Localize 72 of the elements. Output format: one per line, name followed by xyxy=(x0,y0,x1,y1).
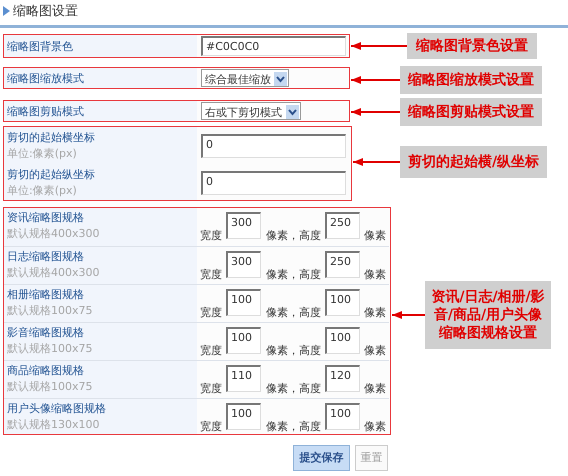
hint-text: 单位:像素(px) xyxy=(7,146,77,161)
input-field: 110 xyxy=(226,365,261,392)
input-field: 250 xyxy=(325,212,360,239)
unit-text: 像素，高度 xyxy=(266,305,321,320)
highlight-box xyxy=(3,100,350,122)
arrow xyxy=(351,76,400,84)
unit-text: 宽度 xyxy=(200,267,222,282)
unit-text: 宽度 xyxy=(200,343,222,358)
unit-text: 像素 xyxy=(364,419,386,434)
highlight-box xyxy=(3,207,391,435)
field-label: 缩略图剪贴模式 xyxy=(7,104,84,119)
field-label: 资讯缩略图规格 xyxy=(7,210,84,225)
unit-text: 像素，高度 xyxy=(266,343,321,358)
input-field: #C0C0C0 xyxy=(201,36,346,56)
callout-box: 缩略图背景色设置 xyxy=(407,33,537,59)
arrow xyxy=(353,158,400,166)
input-field: 100 xyxy=(325,327,360,354)
field-label: 日志缩略图规格 xyxy=(7,249,84,264)
input-field: 250 xyxy=(325,251,360,278)
field-label: 缩略图缩放模式 xyxy=(7,71,84,86)
unit-text: 像素 xyxy=(364,228,386,243)
field-label: 用户头像缩略图规格 xyxy=(7,401,106,416)
unit-text: 像素，高度 xyxy=(266,381,321,396)
reset-button: 重置 xyxy=(355,445,388,471)
arrow xyxy=(351,42,407,50)
unit-text: 像素，高度 xyxy=(266,419,321,434)
unit-text: 像素 xyxy=(364,381,386,396)
input-field: 300 xyxy=(226,251,261,278)
unit-text: 像素 xyxy=(364,343,386,358)
hint-text: 默认规格100x75 xyxy=(7,303,93,318)
input-field: 120 xyxy=(325,365,360,392)
hint-text: 默认规格100x75 xyxy=(7,341,93,356)
input-field: 300 xyxy=(226,212,261,239)
unit-text: 宽度 xyxy=(200,419,222,434)
submit-button: 提交保存 xyxy=(293,445,350,471)
hint-text: 默认规格100x75 xyxy=(7,379,93,394)
unit-text: 像素，高度 xyxy=(266,267,321,282)
input-field: 100 xyxy=(325,403,360,430)
unit-text: 像素 xyxy=(364,305,386,320)
field-label: 剪切的起始纵坐标 xyxy=(7,167,95,182)
input-field: 100 xyxy=(226,289,261,316)
highlight-box xyxy=(3,67,350,89)
arrow xyxy=(351,108,400,116)
section-title: 缩略图设置 xyxy=(13,3,78,20)
callout-box: 缩略图剪贴模式设置 xyxy=(400,98,542,126)
unit-text: 宽度 xyxy=(200,228,222,243)
input-field: 0 xyxy=(201,171,346,195)
callout-box: 资讯/日志/相册/影音/商品/用户头像缩略图规格设置 xyxy=(425,281,551,349)
field-label: 商品缩略图规格 xyxy=(7,363,84,378)
dropdown: 右或下剪切模式 xyxy=(201,102,301,120)
callout-box: 剪切的起始横/纵坐标 xyxy=(400,146,547,178)
input-field: 0 xyxy=(201,134,346,158)
unit-text: 宽度 xyxy=(200,381,222,396)
input-field: 100 xyxy=(226,327,261,354)
hint-text: 默认规格130x100 xyxy=(7,417,100,432)
field-label: 影音缩略图规格 xyxy=(7,325,84,340)
unit-text: 宽度 xyxy=(200,305,222,320)
input-field: 100 xyxy=(325,289,360,316)
hint-text: 默认规格400x300 xyxy=(7,226,100,241)
input-field: 100 xyxy=(226,403,261,430)
field-label: 剪切的起始横坐标 xyxy=(7,130,95,145)
callout-box: 缩略图缩放模式设置 xyxy=(400,66,542,94)
arrow xyxy=(392,311,425,319)
highlight-box xyxy=(3,126,352,201)
field-label: 缩略图背景色 xyxy=(7,39,73,54)
dropdown: 综合最佳缩放 xyxy=(201,69,289,87)
hint-text: 默认规格400x300 xyxy=(7,265,100,280)
unit-text: 像素，高度 xyxy=(266,228,321,243)
highlight-box xyxy=(3,34,350,58)
hint-text: 单位:像素(px) xyxy=(7,183,77,198)
field-label: 相册缩略图规格 xyxy=(7,287,84,302)
unit-text: 像素 xyxy=(364,267,386,282)
